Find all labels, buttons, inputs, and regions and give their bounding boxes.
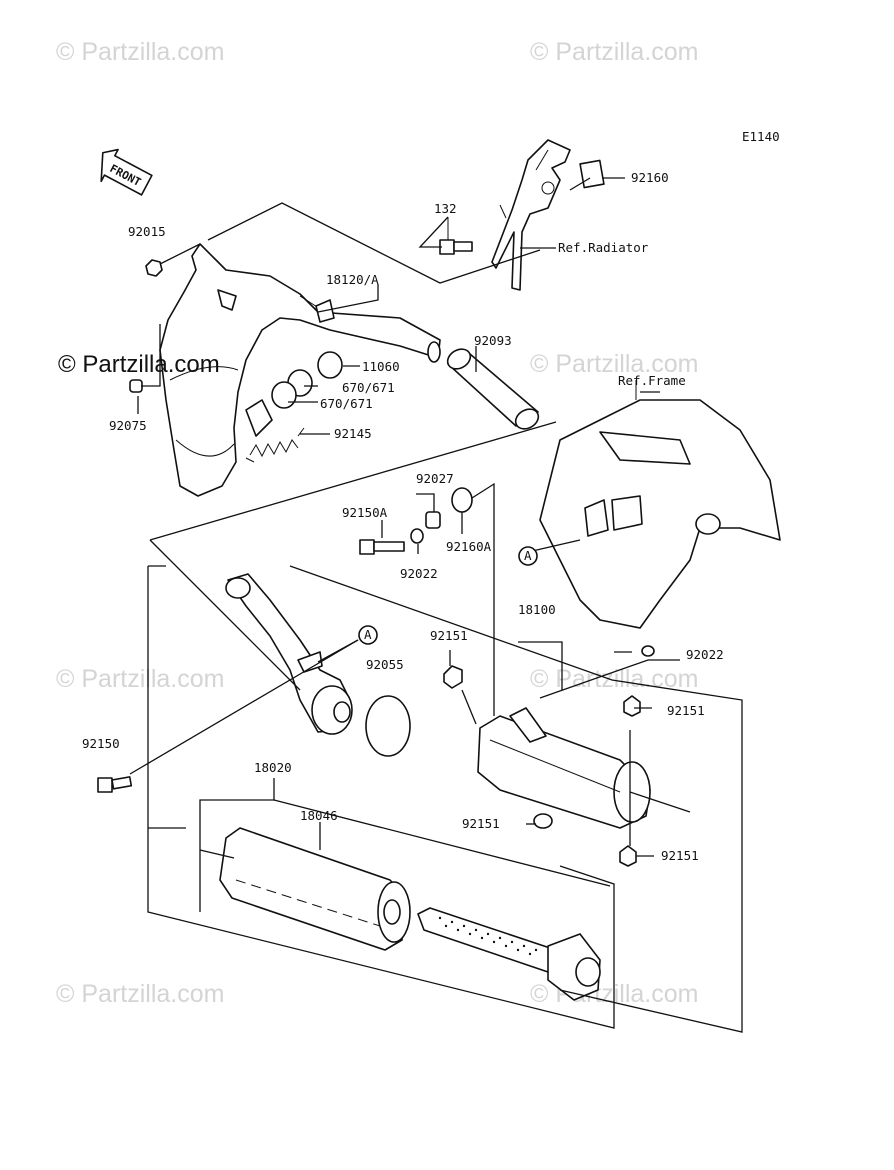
reference-label: Ref.Frame <box>618 373 686 388</box>
part-number: 92151 <box>667 703 705 718</box>
diagram-code: E1140 <box>742 129 780 144</box>
part-number: 92150A <box>342 505 388 520</box>
part-number: 11060 <box>362 359 400 374</box>
part-number: 92145 <box>334 426 372 441</box>
bolt-132 <box>439 217 473 255</box>
mount-hardware <box>359 487 473 555</box>
nut-92015 <box>145 259 163 277</box>
gasket-92055 <box>365 695 411 757</box>
leader-lines <box>129 202 743 1033</box>
expansion-chamber <box>159 243 441 497</box>
nut-92075 <box>129 379 143 393</box>
part-number: 18120/A <box>326 272 379 287</box>
front-arrow-icon: FRONT <box>100 148 153 196</box>
part-number: 92093 <box>474 333 512 348</box>
part-number: 18046 <box>300 808 338 823</box>
exhaust-tail-pipe <box>225 573 353 735</box>
part-number: 92151 <box>430 628 468 643</box>
muffler-18046 <box>219 827 411 951</box>
seal-rings <box>245 351 343 437</box>
part-number: 92151 <box>462 816 500 831</box>
watermark: © Partzilla.com <box>56 38 224 66</box>
part-number: 92150 <box>82 736 120 751</box>
watermark-layer: © Partzilla.com © Partzilla.com © Partzi… <box>56 38 698 1008</box>
bolts-92151 <box>443 645 655 867</box>
reference-marker-a: A <box>518 546 538 566</box>
part-number: 92160 <box>631 170 669 185</box>
part-number: 92055 <box>366 657 404 672</box>
spring-92145 <box>245 427 305 463</box>
part-number: 92015 <box>128 224 166 239</box>
reference-marker-a: A <box>358 625 378 645</box>
silencer-18100 <box>477 707 651 829</box>
frame-section <box>539 380 781 629</box>
part-number: 92160A <box>446 539 492 554</box>
bolt-92150 <box>97 776 133 793</box>
part-number: 670/671 <box>320 396 373 411</box>
watermark: © Partzilla.com <box>530 350 698 378</box>
perforated-core <box>417 907 601 1001</box>
part-number: 92022 <box>686 647 724 662</box>
marker-a-label: A <box>364 627 372 642</box>
part-number: 670/671 <box>342 380 395 395</box>
watermark-dark: © Partzilla.com <box>58 351 220 378</box>
marker-a-label: A <box>524 548 532 563</box>
watermark: © Partzilla.com <box>56 980 224 1008</box>
part-number: 92022 <box>400 566 438 581</box>
watermark: © Partzilla.com <box>56 665 224 693</box>
part-number: 18100 <box>518 602 556 617</box>
reference-label: Ref.Radiator <box>558 240 649 255</box>
radiator-bracket <box>491 139 625 291</box>
part-number: 92027 <box>416 471 454 486</box>
callout-labels: 92160 132 Ref.Radiator 92015 18120/A 110… <box>82 170 724 863</box>
watermark: © Partzilla.com <box>530 38 698 66</box>
part-number: 92151 <box>661 848 699 863</box>
part-number: 18020 <box>254 760 292 775</box>
grommet-92093 <box>446 348 540 430</box>
part-number: 132 <box>434 201 457 216</box>
part-number: 92075 <box>109 418 147 433</box>
